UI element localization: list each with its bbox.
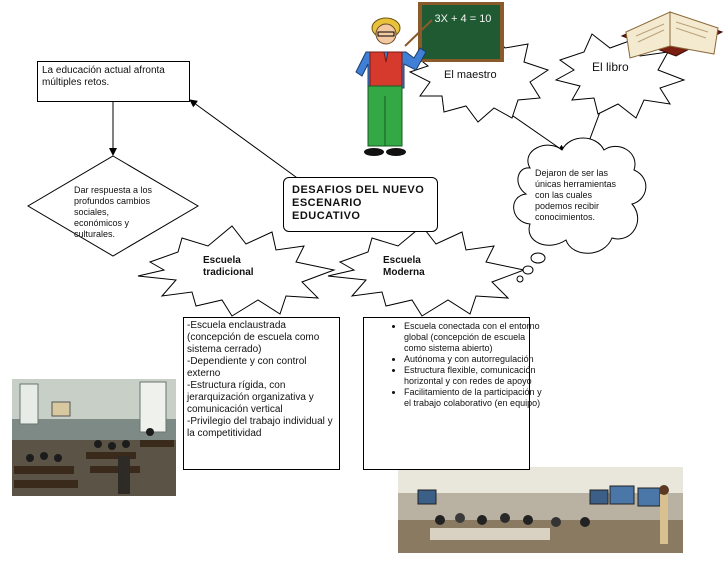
moderna-item: Escuela conectada con el entorno global … bbox=[404, 321, 544, 354]
cloud-text: Dejaron de ser las únicas herramientas c… bbox=[535, 168, 617, 222]
diamond-shape bbox=[27, 155, 199, 257]
teacher-illustration bbox=[355, 2, 504, 156]
tradicional-item: -Estructura rígida, con jerarquización o… bbox=[187, 380, 314, 415]
intro-text: La educación actual afronta múltiples re… bbox=[42, 65, 165, 88]
moderna-label: Escuela Moderna bbox=[383, 255, 425, 278]
teacher-glasses bbox=[377, 31, 395, 37]
libro-label: El libro bbox=[592, 60, 629, 74]
moderna-item: Facilitamiento de la participación y el … bbox=[404, 387, 544, 409]
arrow-center-to-intro bbox=[189, 99, 301, 181]
moderna-list: Escuela conectada con el entorno global … bbox=[384, 321, 544, 409]
teacher-shoe-left bbox=[364, 148, 384, 156]
book-illustration bbox=[620, 11, 724, 59]
diamond-text: Dar respuesta a los profundos cambios so… bbox=[74, 185, 153, 239]
moderna-list-box: Escuela conectada con el entorno global … bbox=[363, 317, 542, 470]
tradicional-item: -Dependiente y con control externo bbox=[187, 356, 307, 379]
starburst-libro bbox=[554, 33, 686, 119]
thought-cloud bbox=[513, 137, 647, 283]
tradicional-item: -Escuela enclaustrada (concepción de esc… bbox=[187, 320, 320, 355]
tradicional-list: -Escuela enclaustrada (concepción de esc… bbox=[187, 320, 339, 440]
tradicional-item: -Privilegio del trabajo individual y la … bbox=[187, 416, 333, 439]
tradicional-list-box: -Escuela enclaustrada (concepción de esc… bbox=[183, 317, 340, 470]
intro-box: La educación actual afronta múltiples re… bbox=[37, 61, 190, 102]
moderna-item: Autónoma y con autorregulación bbox=[404, 354, 544, 365]
chalkboard bbox=[422, 5, 500, 59]
moderna-item: Estructura flexible, comunicación horizo… bbox=[404, 365, 544, 387]
teacher-head bbox=[375, 23, 397, 45]
center-title-box: DESAFIOS DEL NUEVO ESCENARIO EDUCATIVO bbox=[283, 177, 438, 232]
center-title: DESAFIOS DEL NUEVO ESCENARIO EDUCATIVO bbox=[292, 184, 425, 222]
traditional-classroom-photo bbox=[12, 379, 176, 496]
modern-classroom-photo bbox=[398, 467, 683, 553]
tradicional-label: Escuela tradicional bbox=[203, 255, 254, 278]
maestro-label: El maestro bbox=[444, 69, 497, 81]
chalkboard-equation: 3X + 4 = 10 bbox=[434, 13, 492, 25]
teacher-shoe-right bbox=[386, 148, 406, 156]
starburst-tradicional bbox=[137, 225, 336, 317]
